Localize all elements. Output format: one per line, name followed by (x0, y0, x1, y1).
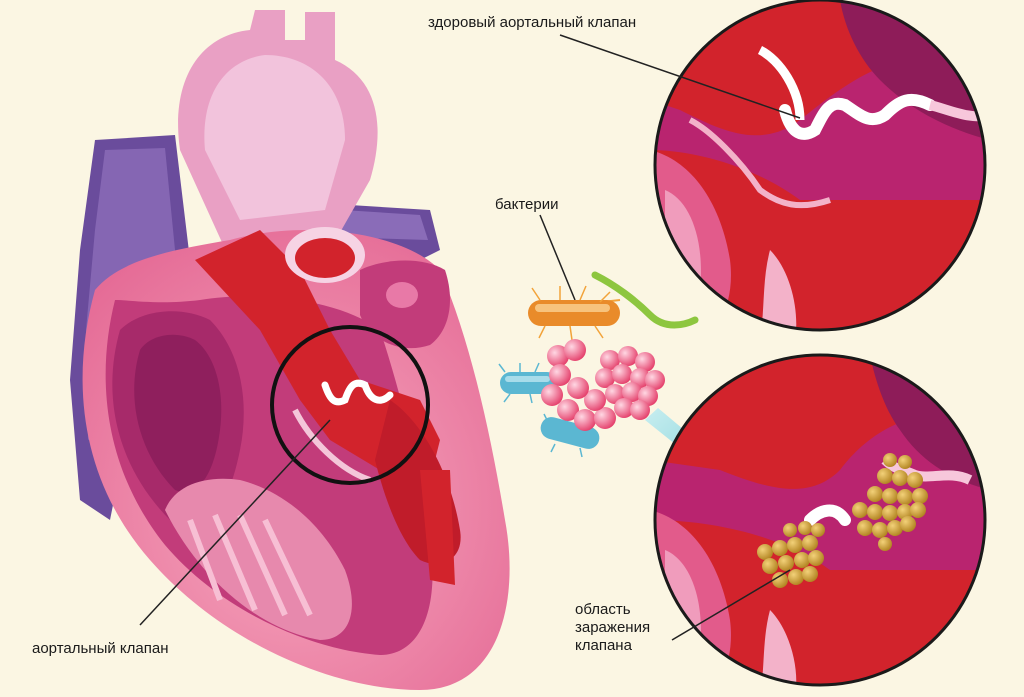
healthy-aortic-valve-label: здоровый аортальный клапан (428, 14, 636, 32)
bacteria-label: бактерии (495, 196, 558, 214)
pink-cocci (541, 339, 665, 431)
infection-area-line-2: заражения (575, 619, 650, 637)
infection-area-line-1: область (575, 601, 650, 619)
orange-bacterium (528, 286, 620, 340)
aortic-valve-label: аортальный клапан (32, 640, 169, 658)
infection-area-label: область заражения клапана (575, 601, 650, 655)
infected-valve-magnified (650, 355, 990, 695)
infection-area-line-3: клапана (575, 637, 650, 655)
heart (70, 10, 510, 690)
